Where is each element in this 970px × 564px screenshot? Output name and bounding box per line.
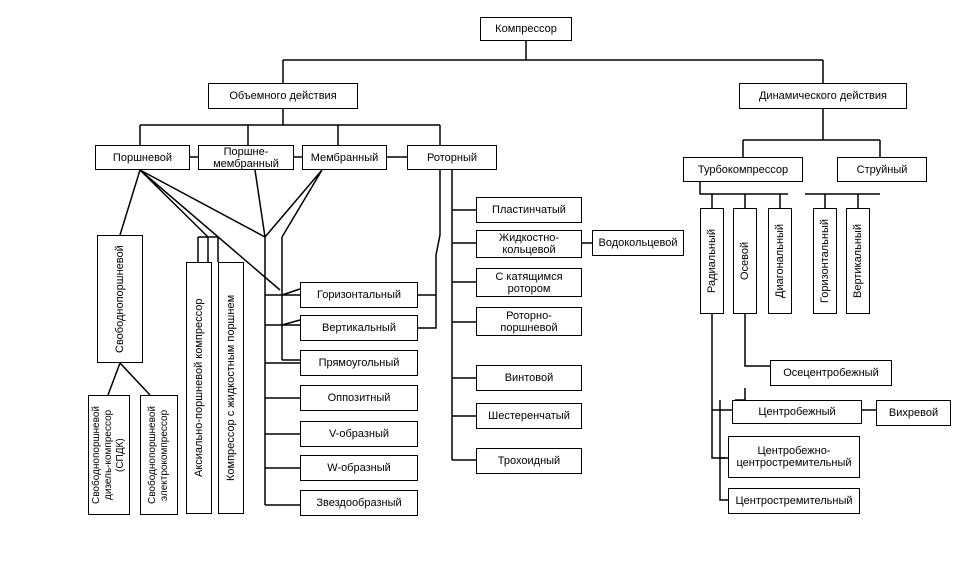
node-v-obrazny: V-образный — [300, 421, 418, 447]
node-gorizontalny: Горизонтальный — [300, 282, 418, 308]
node-tsentrobezhno-tsentrostremitelny: Центробежно- центростремительный — [728, 436, 860, 478]
node-zvezdoobrazny: Звездообразный — [300, 490, 418, 516]
node-vikhrevoy: Вихревой — [876, 400, 951, 426]
node-zhidkostno-koltsevoy: Жидкостно- кольцевой — [476, 230, 582, 258]
node-turbokompressor: Турбокомпрессор — [683, 157, 803, 182]
node-porshnevoy: Поршневой — [95, 145, 190, 170]
node-osevoy: Осевой — [733, 208, 757, 314]
node-elektrokompressor: Свободнопоршневой электрокомпрессор — [140, 395, 178, 515]
node-diagonalny: Диагональный — [768, 208, 792, 314]
node-gorizontalny-struyny: Горизонтальный — [813, 208, 837, 314]
node-s-katyashchimsya-rotorom: С катящимся ротором — [476, 268, 582, 297]
node-vodokoltsevoy: Водокольцевой — [592, 230, 684, 256]
node-struyny: Струйный — [837, 157, 927, 182]
node-kompressor: Компрессор — [480, 17, 572, 41]
node-aksialno-porshnevoy: Аксиально-поршневой компрессор — [186, 262, 212, 514]
node-plastinchaty: Пластинчатый — [476, 197, 582, 223]
node-w-obrazny: W-образный — [300, 455, 418, 481]
node-shesterenchaty: Шестеренчатый — [476, 403, 582, 429]
node-pryamougolny: Прямоугольный — [300, 350, 418, 376]
node-radialny: Радиальный — [700, 208, 724, 314]
node-trokhoidny: Трохоидный — [476, 448, 582, 474]
node-vertikalny-struyny: Вертикальный — [846, 208, 870, 314]
node-spdk: Свободнопоршневой дизель-компрессор (СПД… — [88, 395, 130, 515]
node-svobodnoporshnevoy: Свободнопоршневой — [97, 235, 143, 363]
node-tsentrostremitelny: Центростремительный — [728, 488, 860, 514]
node-rotorny: Роторный — [407, 145, 497, 170]
node-vintovoy: Винтовой — [476, 365, 582, 391]
node-zhidkostnym-porshnem: Компрессор с жидкостным поршнем — [218, 262, 244, 514]
node-oppozitny: Оппозитный — [300, 385, 418, 411]
node-rotorno-porshnevoy: Роторно- поршневой — [476, 307, 582, 336]
node-membranny: Мембранный — [302, 145, 387, 170]
node-vertikalny: Вертикальный — [300, 315, 418, 341]
node-dinamicheskogo-deystviya: Динамического действия — [739, 83, 907, 109]
node-osetsentrobezhny: Осецентробежный — [770, 360, 892, 386]
node-tsentrobezhny: Центробежный — [732, 400, 862, 424]
node-obemnogo-deystviya: Объемного действия — [208, 83, 358, 109]
node-porshne-membranny: Поршне- мембранный — [198, 145, 294, 170]
